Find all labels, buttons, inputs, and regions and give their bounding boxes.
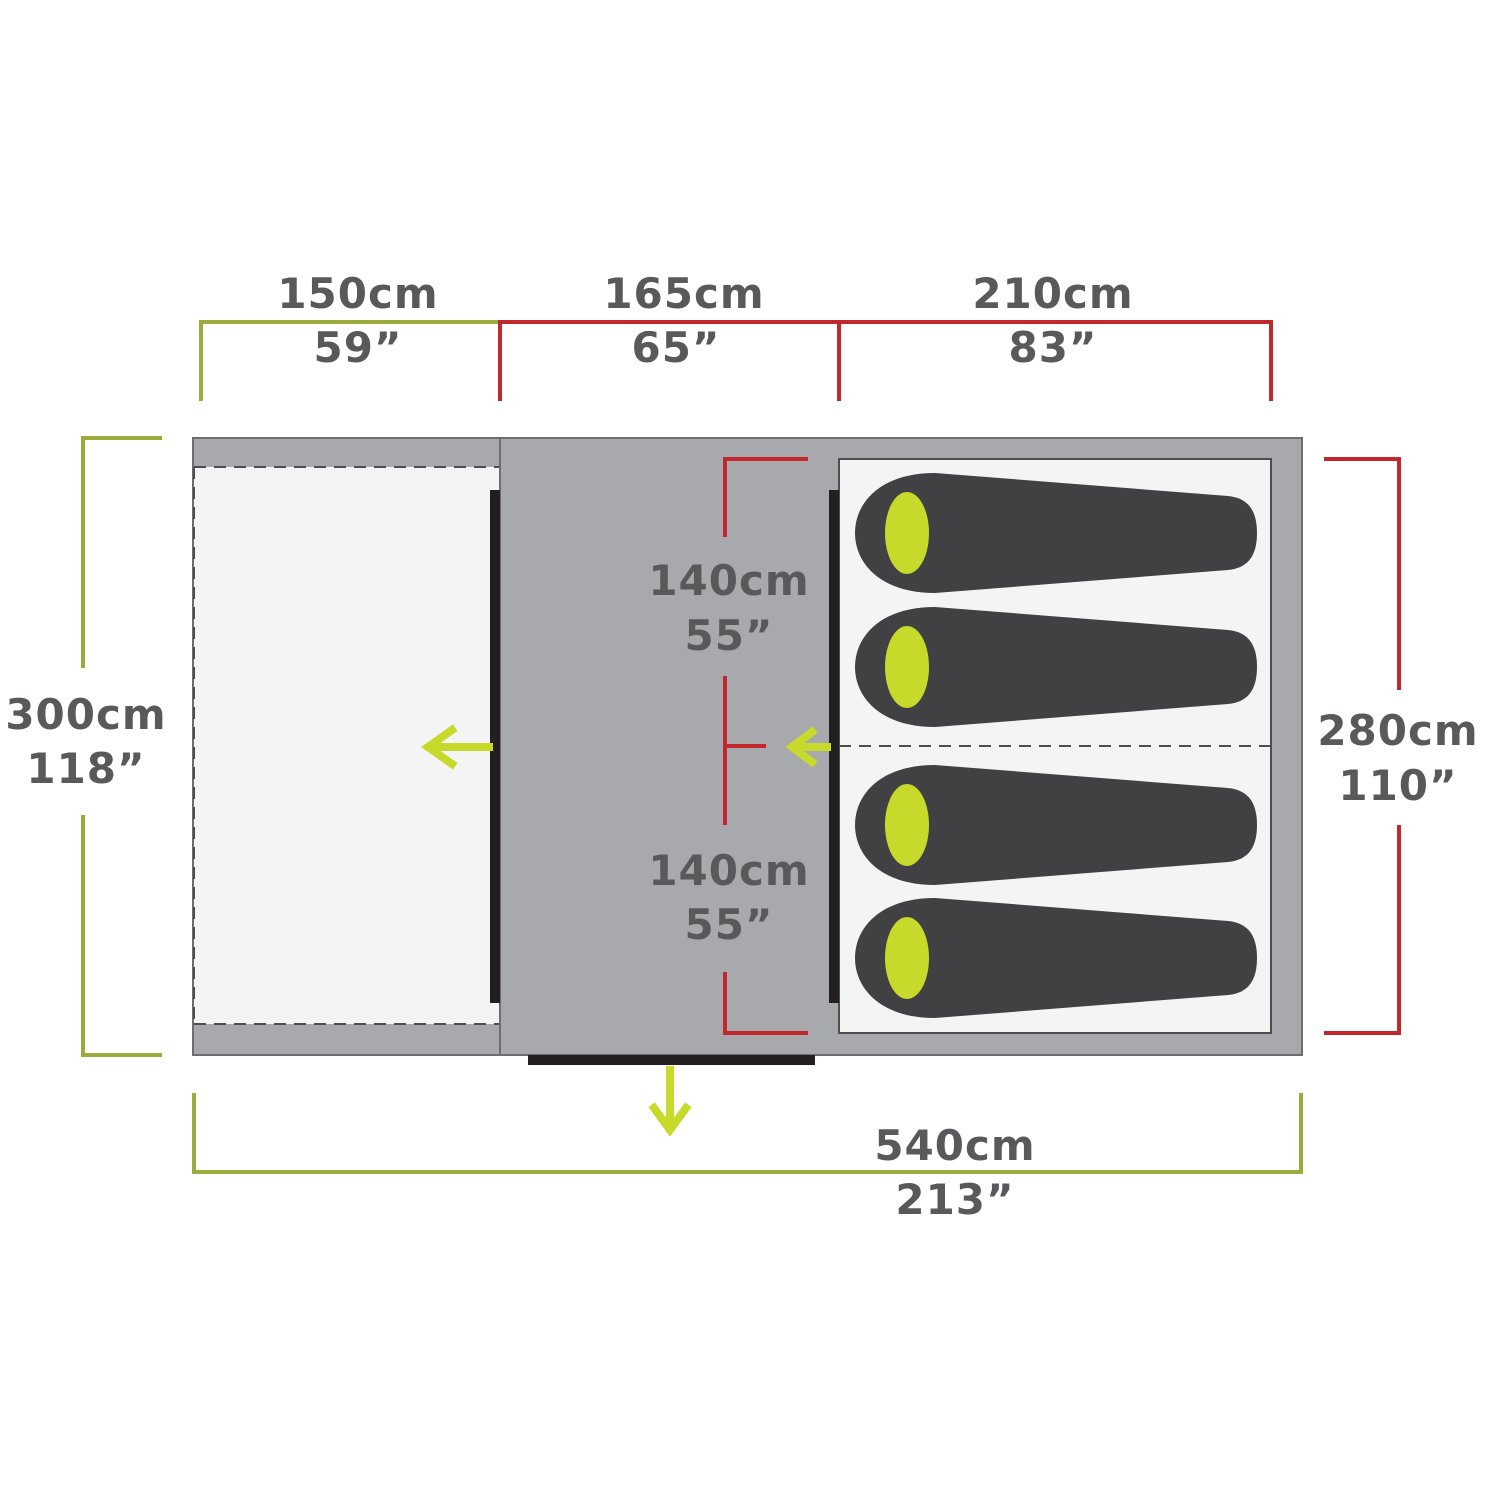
bottom-bracket bbox=[192, 1093, 1303, 1174]
sleeping-bag bbox=[855, 765, 1257, 885]
arrow-down-icon bbox=[648, 1066, 692, 1137]
left-bracket-top bbox=[81, 436, 162, 668]
sleeping-bag-body bbox=[855, 607, 1257, 727]
bedroom-bracket-bottom bbox=[723, 972, 808, 1035]
bottom-in: 213” bbox=[895, 1175, 1014, 1224]
sleeping-bags bbox=[855, 473, 1257, 1018]
top-right-cm: 210cm bbox=[972, 269, 1133, 318]
left-bracket-bottom bbox=[81, 815, 162, 1057]
sleeping-bag-body bbox=[855, 765, 1257, 885]
bottom-cm: 540cm bbox=[874, 1121, 1035, 1170]
sleeping-bag bbox=[855, 473, 1257, 593]
bedroom-bracket-top bbox=[723, 457, 808, 537]
sleeping-bag bbox=[855, 607, 1257, 727]
porch-door-wall bbox=[490, 490, 500, 1003]
right-bracket-top bbox=[1324, 457, 1401, 690]
pillow-icon bbox=[885, 492, 929, 574]
sleeping-bag bbox=[855, 898, 1257, 1018]
pillow-icon bbox=[885, 917, 929, 999]
top-middle-bracket bbox=[498, 320, 841, 401]
bedroom-upper-in: 55” bbox=[684, 611, 773, 660]
bedroom-door-wall bbox=[829, 490, 839, 1003]
top-left-cm: 150cm bbox=[277, 269, 438, 318]
top-left-in: 59” bbox=[313, 323, 402, 372]
top-middle-cm: 165cm bbox=[603, 269, 764, 318]
sleeping-bag-body bbox=[855, 898, 1257, 1018]
pillow-icon bbox=[885, 784, 929, 866]
bedroom-upper-cm: 140cm bbox=[648, 556, 809, 605]
right-in: 110” bbox=[1338, 761, 1457, 810]
sleeping-bag-body bbox=[855, 473, 1257, 593]
top-middle-in: 65” bbox=[631, 323, 720, 372]
left-cm: 300cm bbox=[5, 690, 166, 739]
right-cm: 280cm bbox=[1317, 706, 1478, 755]
left-in: 118” bbox=[26, 744, 145, 793]
top-right-in: 83” bbox=[1008, 323, 1097, 372]
top-left-bracket bbox=[199, 320, 500, 401]
front-door-wall bbox=[528, 1055, 815, 1065]
top-right-bracket bbox=[839, 320, 1273, 401]
bedroom-lower-in: 55” bbox=[684, 900, 773, 949]
arrow-left-icon bbox=[421, 724, 493, 770]
arrow-left-icon bbox=[785, 726, 831, 768]
right-bracket-bottom bbox=[1324, 825, 1401, 1035]
pillow-icon bbox=[885, 626, 929, 708]
bedroom-lower-cm: 140cm bbox=[648, 846, 809, 895]
